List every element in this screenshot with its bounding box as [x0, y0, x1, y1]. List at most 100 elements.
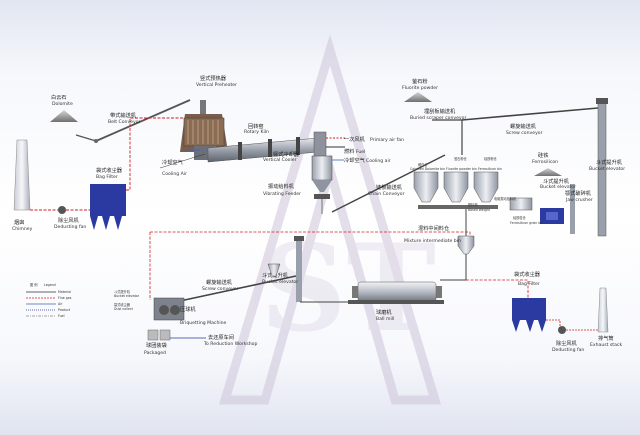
svg-text:Vertical Cooler: Vertical Cooler	[263, 157, 297, 163]
svg-text:烟囱: 烟囱	[14, 218, 24, 226]
svg-text:斗式提升机: 斗式提升机	[114, 289, 131, 294]
svg-text:Dedusting fan: Dedusting fan	[552, 347, 584, 353]
svg-text:Vertical Preheater: Vertical Preheater	[196, 82, 237, 88]
svg-text:Jaw crusher: Jaw crusher	[565, 197, 593, 203]
svg-text:硅铁粒仓: 硅铁粒仓	[513, 215, 527, 220]
svg-text:Dolomite: Dolomite	[52, 101, 73, 107]
svg-text:Buried scraper conveyor: Buried scraper conveyor	[410, 115, 466, 121]
svg-text:冷却空气: 冷却空气	[344, 156, 365, 164]
svg-text:Packaged: Packaged	[144, 350, 166, 356]
svg-text:To Reduction Workshop: To Reduction Workshop	[203, 341, 257, 347]
svg-text:Material: Material	[58, 290, 71, 294]
svg-text:Fluorite powder: Fluorite powder	[402, 85, 438, 91]
svg-text:燃料: 燃料	[344, 147, 354, 155]
svg-text:煅白仓: 煅白仓	[418, 162, 428, 167]
svg-text:球团装袋: 球团装袋	[146, 341, 167, 349]
svg-text:Chain Conveyor: Chain Conveyor	[368, 191, 405, 197]
svg-text:Screw conveyor: Screw conveyor	[506, 130, 543, 136]
screw-conveyor-top: 螺旋输送机 Screw conveyor	[461, 107, 599, 136]
svg-text:Ferrosilicon bin: Ferrosilicon bin	[478, 167, 502, 171]
deduster-fan-left: 除尘风机 Dedusting fan	[30, 206, 90, 230]
svg-text:Cooling air: Cooling air	[366, 158, 391, 164]
vertical-preheater: 竖式预热器 Vertical Preheater	[180, 74, 237, 160]
kiln-hood: 一次风机 Primary air fan 燃料 Fuel	[313, 131, 404, 159]
svg-text:埋刮板输送机: 埋刮板输送机	[424, 107, 456, 115]
based-weight: 配料秤 Based Weight	[418, 202, 498, 212]
svg-text:Bucket elevator: Bucket elevator	[589, 166, 625, 172]
jaw-crusher: 颚式破碎机 Jaw crusher	[540, 189, 593, 224]
svg-text:Exhaust stack: Exhaust stack	[590, 342, 622, 348]
svg-text:Mixture intermediate bin: Mixture intermediate bin	[404, 238, 461, 244]
belt-conveyor: 带式输送机 Belt Conveyor	[75, 99, 191, 143]
cooling-air-left: 冷却空气 Cooling Air	[159, 149, 206, 177]
svg-text:图 例: 图 例	[30, 282, 37, 287]
svg-text:Bucket elevator: Bucket elevator	[262, 279, 298, 285]
bucket-elevator-mid: 斗式提升机 Bucket elevator	[540, 177, 576, 234]
to-reduction: 去还原车间 To Reduction Workshop	[170, 333, 257, 347]
vibrating-feeder: 振动给料机 Vibrating Feeder	[263, 182, 330, 214]
svg-text:Bag Filter: Bag Filter	[518, 281, 540, 287]
svg-text:Vibrating Feeder: Vibrating Feeder	[263, 191, 301, 197]
bag-filter-left: 袋式收尘器 Bag Filter	[90, 166, 126, 230]
ball-mill: 球磨机 Ball mill	[348, 281, 444, 322]
svg-text:Fuel: Fuel	[58, 314, 65, 318]
svg-text:Legend: Legend	[44, 283, 56, 287]
svg-text:Bag Filter: Bag Filter	[96, 174, 118, 180]
svg-text:Dust collect: Dust collect	[114, 307, 134, 311]
svg-text:Ferrosilicon: Ferrosilicon	[532, 159, 558, 165]
svg-text:Briquetting Machine: Briquetting Machine	[180, 320, 227, 326]
rotary-kiln: 回转窑 Rotary Kiln	[207, 122, 319, 163]
svg-text:Belt Conveyor: Belt Conveyor	[108, 119, 141, 125]
buried-scraper-conveyor: 埋刮板输送机 Buried scraper conveyor	[410, 107, 466, 155]
svg-text:压球机: 压球机	[180, 305, 196, 313]
deduster-fan-right: 除尘风机 Dedusting fan	[546, 319, 600, 353]
svg-text:袋式收尘器: 袋式收尘器	[114, 302, 131, 307]
svg-text:去还原车间: 去还原车间	[208, 333, 234, 341]
watermark-logo: ST	[218, 34, 442, 405]
chain-conveyor: 链板输送机 Chain Conveyor	[331, 154, 446, 213]
svg-text:冷却空气: 冷却空气	[162, 158, 183, 166]
dolomite-pile: 白云石 Dolomite	[50, 93, 78, 122]
svg-text:振动给料机: 振动给料机	[268, 182, 295, 190]
svg-text:螺旋输送机: 螺旋输送机	[206, 278, 233, 286]
svg-text:Product: Product	[58, 308, 71, 312]
svg-text:除尘风机: 除尘风机	[58, 216, 80, 224]
svg-text:Bucket elevator: Bucket elevator	[540, 184, 576, 190]
svg-text:Chimney: Chimney	[12, 226, 33, 232]
exhaust-stack: 排气筒 Exhaust stack	[590, 287, 622, 348]
svg-text:Screw conveyor: Screw conveyor	[202, 286, 239, 292]
calcined-dolomite-bin: Calcined Dolomite bin 煅白仓	[410, 162, 445, 203]
svg-text:硅铁粉仓: 硅铁粉仓	[484, 156, 498, 161]
svg-text:Ball mill: Ball mill	[376, 316, 394, 322]
svg-text:混料中间料仓: 混料中间料仓	[418, 224, 450, 232]
fluorite-powder-bin: Fluorite powder bin 萤石粉仓	[443, 156, 477, 203]
packaged: 球团装袋 Packaged	[144, 329, 171, 356]
svg-text:除尘风机: 除尘风机	[556, 339, 578, 347]
svg-text:Flue gas: Flue gas	[58, 296, 72, 300]
svg-text:带式输送机: 带式输送机	[110, 111, 137, 119]
svg-text:Based Weight: Based Weight	[468, 208, 491, 212]
svg-text:回转窑: 回转窑	[248, 122, 264, 130]
ferrosilicon-grain-bin: 电磁振动给料机 硅铁粒仓 Ferrosilicon grain bin	[494, 196, 543, 225]
bag-filter-right: 袋式收尘器 Bag Filter	[512, 270, 546, 332]
svg-text:颚式破碎机: 颚式破碎机	[565, 189, 592, 197]
svg-text:一次风机: 一次风机	[344, 135, 366, 143]
svg-text:链板输送机: 链板输送机	[376, 183, 403, 191]
svg-text:萤石粉仓: 萤石粉仓	[454, 156, 468, 161]
svg-text:电磁振动给料机: 电磁振动给料机	[494, 196, 517, 201]
svg-text:Calcined Dolomite bin: Calcined Dolomite bin	[410, 167, 445, 171]
svg-text:Fluorite powder bin: Fluorite powder bin	[446, 167, 477, 171]
ferrosilicon-bin: Ferrosilicon bin 硅铁粉仓	[473, 156, 502, 203]
dust-duct	[150, 231, 471, 236]
vertical-cooler: 竖式冷却器 Vertical Cooler 冷却空气 Cooling air	[263, 150, 391, 192]
svg-text:球磨机: 球磨机	[376, 308, 392, 316]
svg-text:Rotary Kiln: Rotary Kiln	[244, 129, 269, 135]
svg-text:Air: Air	[58, 302, 63, 306]
svg-text:斗式提升机: 斗式提升机	[543, 177, 570, 185]
screw-conveyor-bottom: 螺旋输送机 Screw conveyor	[165, 263, 297, 305]
svg-text:Dedusting fan: Dedusting fan	[54, 224, 86, 230]
flue-gas-duct-left	[125, 117, 183, 191]
svg-text:萤石粉: 萤石粉	[412, 77, 428, 85]
